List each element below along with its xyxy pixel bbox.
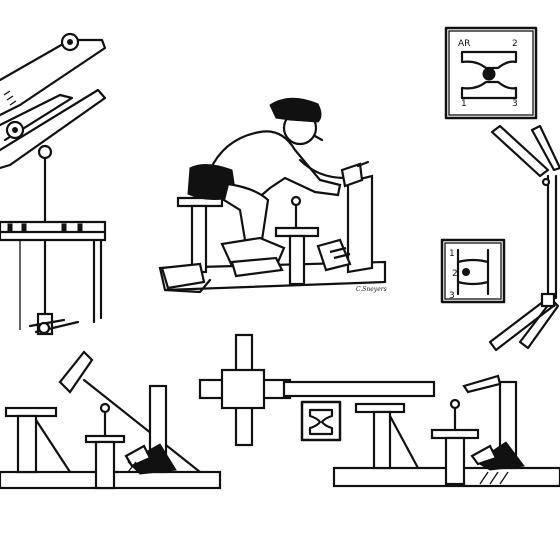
gate-label-ar: AR bbox=[458, 39, 470, 49]
lever-assembly-top-left bbox=[0, 32, 107, 170]
gate-small-label-2: 2 bbox=[452, 269, 458, 279]
gate-small-label-1: 1 bbox=[449, 249, 455, 259]
boy-operating-machine bbox=[158, 97, 387, 294]
gate-diagram-top: AR 2 1 3 bbox=[444, 26, 538, 120]
side-elevation-right bbox=[332, 374, 560, 488]
side-elevation-left bbox=[0, 350, 222, 490]
gate-small-label-3: 3 bbox=[449, 291, 455, 301]
artist-signature: C.Sneyers bbox=[356, 286, 387, 293]
lever-assembly-right bbox=[488, 124, 560, 352]
gate-diagram-right: 1 2 3 bbox=[440, 238, 506, 304]
gate-label-3: 3 bbox=[512, 99, 518, 109]
table-with-lever bbox=[0, 144, 107, 336]
cross-gate-assembly bbox=[198, 333, 436, 447]
gate-label-2: 2 bbox=[512, 39, 518, 49]
gate-label-1: 1 bbox=[461, 99, 467, 109]
